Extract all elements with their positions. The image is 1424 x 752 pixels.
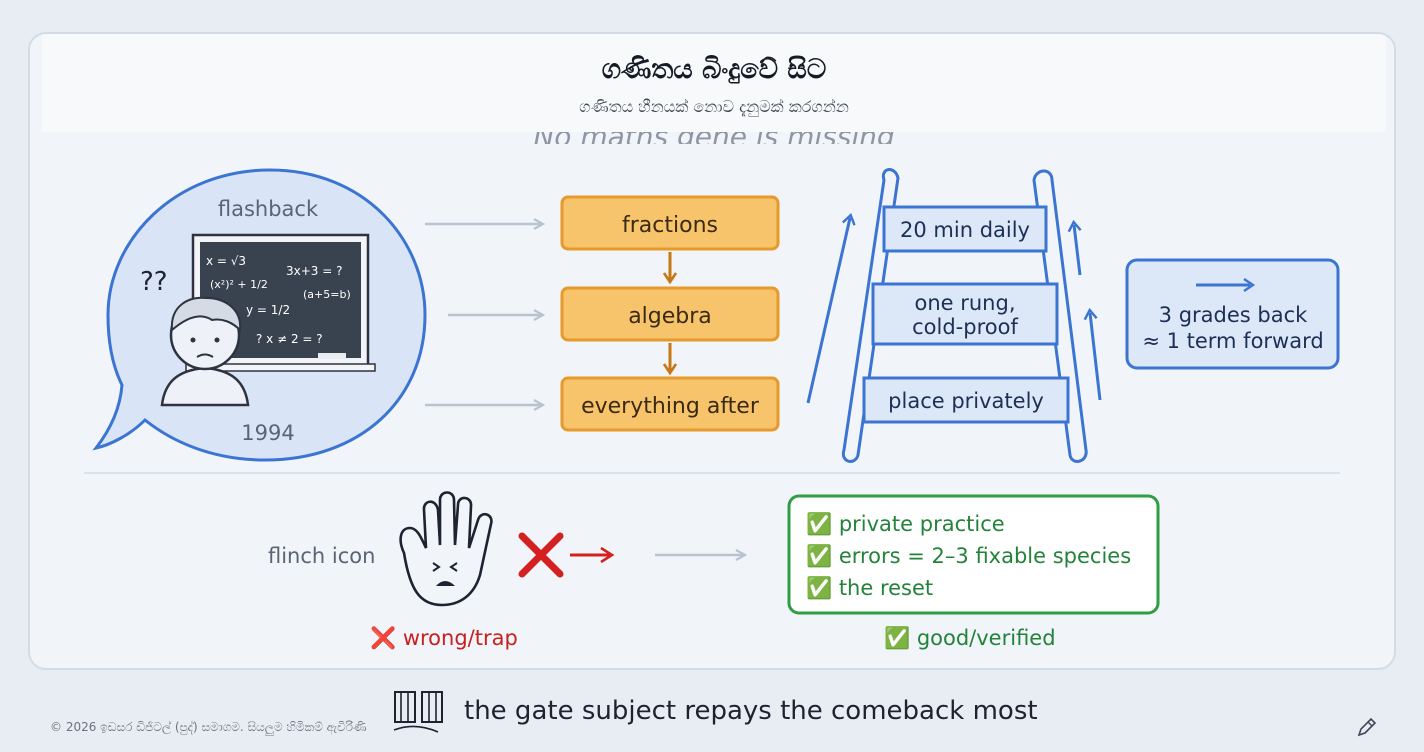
red-x-icon — [518, 532, 564, 578]
result-line-1: 3 grades back — [1159, 303, 1308, 327]
flinch-hand-icon — [399, 491, 493, 607]
ladder-rung-1 — [882, 205, 1048, 253]
flinch-label: flinch icon — [268, 544, 375, 568]
ladder-rung-2 — [871, 282, 1059, 346]
pen-icon[interactable] — [1356, 716, 1378, 738]
board-line-3: (x²)² + 1/2 — [210, 278, 268, 291]
good-item-2: ✅ errors = 2–3 fixable species — [806, 543, 1131, 568]
good-practice-box: ✅ private practice ✅ errors = 2–3 fixabl… — [787, 494, 1160, 615]
wrong-trap-label: ❌ wrong/trap — [370, 625, 518, 651]
chain-step-fractions: fractions — [560, 195, 780, 251]
result-line-2: ≈ 1 term forward — [1142, 329, 1323, 353]
board-line-5: y = 1/2 — [246, 303, 290, 317]
good-verified-label: ✅ good/verified — [884, 625, 1056, 650]
flashback-bubble: flashback 1994 x = √3 3x+3 = ? (x²)² + 1… — [92, 168, 427, 462]
chain-step-everything-after: everything after — [560, 376, 780, 432]
header-banner: ගණිතය බිංදුවේ සිට ගණිතය හීනයක් නොව දැනුම… — [42, 34, 1386, 132]
gate-icon — [393, 691, 443, 733]
ladder-up-arrow-right-bottom — [1083, 307, 1102, 401]
board-line-6: ? x ≠ 2 = ? — [256, 332, 323, 346]
ladder-diagram: 20 min daily one rung, cold-proof place … — [806, 168, 1102, 463]
page-subtitle: ගණිතය හීනයක් නොව දැනුමක් කරගන්න — [579, 97, 849, 116]
good-item-1: ✅ private practice — [806, 511, 1005, 536]
ladder-rung-text: place privately — [888, 389, 1044, 413]
confused-person-icon: ?? — [140, 267, 250, 407]
board-line-1: x = √3 — [206, 254, 246, 268]
ladder-up-arrow-right-top — [1067, 219, 1082, 276]
ladder-rung-text: 20 min daily — [900, 218, 1030, 242]
chain-step-label: everything after — [581, 394, 760, 419]
ladder-up-arrow-left — [806, 212, 856, 404]
copyright-note: © 2026 ඉඩසර ඩිජිටල් (පුද්) සමාගම. සියලුම… — [50, 720, 367, 734]
chain-step-label: fractions — [622, 213, 718, 238]
flashback-year: 1994 — [241, 421, 294, 445]
tagline: the gate subject repays the comeback mos… — [464, 696, 1038, 726]
result-box: 3 grades back ≈ 1 term forward — [1125, 258, 1340, 370]
ladder-rung-3 — [862, 376, 1070, 424]
board-line-4: (a+5=b) — [303, 288, 351, 301]
good-item-3: ✅ the reset — [806, 575, 933, 600]
chain-step-algebra: algebra — [560, 286, 780, 342]
flashback-label: flashback — [218, 197, 319, 221]
board-line-2: 3x+3 = ? — [286, 264, 342, 278]
page-title: ගණිතය බිංදුවේ සිට — [601, 54, 827, 85]
ladder-rung-text: one rung, — [914, 291, 1015, 315]
question-marks: ?? — [140, 267, 168, 297]
ladder-rung-text: cold-proof — [912, 315, 1018, 339]
chain-step-label: algebra — [628, 304, 712, 329]
